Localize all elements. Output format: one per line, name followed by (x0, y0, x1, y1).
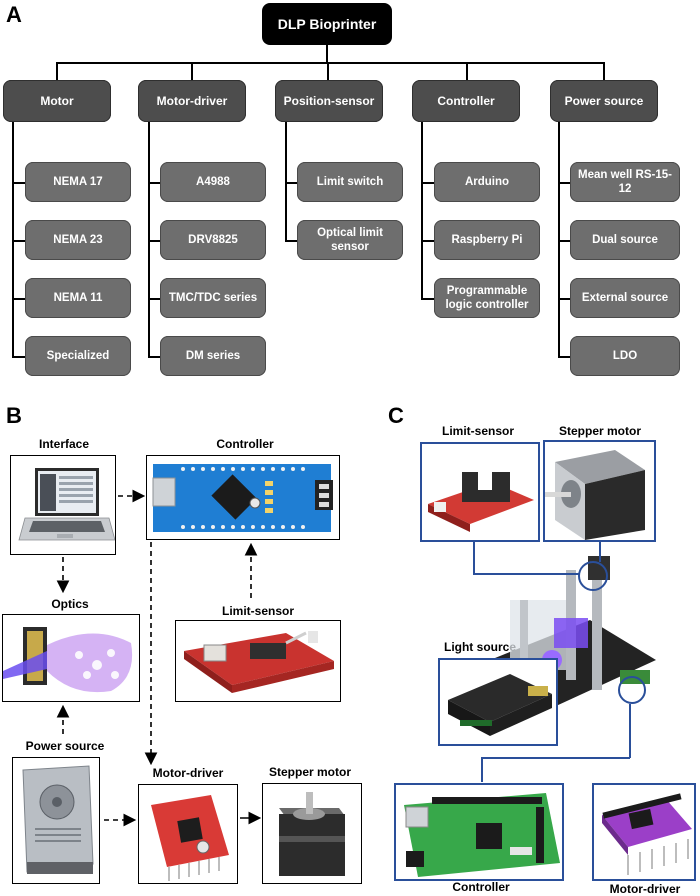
branch (558, 298, 572, 300)
branch (421, 298, 435, 300)
caption-motor-driver-c: Motor-driver (609, 882, 681, 896)
drv8825-driver-icon (602, 793, 692, 875)
item-tmc-tdc-series: TMC/TDC series (160, 278, 266, 318)
horizontal-bus (56, 62, 604, 64)
root-node: DLP Bioprinter (262, 3, 392, 45)
spine-controller (421, 122, 423, 300)
category-power-source: Power source (550, 80, 658, 122)
caption-stepper-motor-c: Stepper motor (558, 424, 641, 438)
item-programmable-logic-controller: Programmable logic controller (434, 278, 540, 318)
item-nema-11: NEMA 11 (25, 278, 131, 318)
optical-limit-sensor-icon (428, 472, 534, 532)
caption-controller-b: Controller (216, 437, 274, 451)
item-specialized: Specialized (25, 336, 131, 376)
branch (12, 356, 26, 358)
optics-image (2, 614, 140, 702)
item-dm-series: DM series (160, 336, 266, 376)
item-nema-17: NEMA 17 (25, 162, 131, 202)
caption-power-source: Power source (25, 739, 105, 753)
branch (148, 240, 162, 242)
branch (421, 182, 435, 184)
laptop-icon (18, 468, 115, 541)
drop-power-source (603, 62, 605, 80)
branch (558, 240, 572, 242)
item-mean-well: Mean well RS-15-12 (570, 162, 680, 202)
item-drv8825: DRV8825 (160, 220, 266, 260)
controller-image-c (394, 783, 564, 881)
stepper-motor-image-b (262, 783, 362, 884)
interface-image (10, 455, 116, 555)
item-limit-switch: Limit switch (297, 162, 403, 202)
category-controller: Controller (412, 80, 520, 122)
a4988-driver-icon (151, 795, 229, 881)
branch (558, 182, 572, 184)
motor-driver-image-b (138, 784, 238, 884)
light-source-image (438, 658, 558, 746)
spine-position-sensor (285, 122, 287, 240)
power-supply-icon (22, 765, 94, 874)
branch (12, 240, 26, 242)
light-source-icon (448, 674, 552, 736)
category-motor-driver: Motor-driver (138, 80, 246, 122)
caption-interface: Interface (38, 437, 90, 451)
category-motor: Motor (3, 80, 111, 122)
panel-label-b: B (6, 403, 22, 428)
arduino-nano-icon (152, 464, 333, 532)
branch (285, 240, 299, 242)
item-ldo: LDO (570, 336, 680, 376)
root-stem (326, 45, 328, 63)
item-external-source: External source (570, 278, 680, 318)
item-arduino: Arduino (434, 162, 540, 202)
branch (12, 182, 26, 184)
caption-controller-c: Controller (452, 880, 510, 894)
branch (558, 356, 572, 358)
panel-label-a: A (6, 2, 22, 27)
caption-stepper-motor-b: Stepper motor (268, 765, 351, 779)
caption-limit-sensor-b: Limit-sensor (221, 604, 294, 618)
stepper-motor-image-c (543, 440, 656, 542)
limit-switch-board-icon (184, 631, 334, 693)
drop-position-sensor (327, 62, 329, 80)
item-raspberry-pi: Raspberry Pi (434, 220, 540, 260)
item-dual-source: Dual source (570, 220, 680, 260)
branch (421, 240, 435, 242)
optics-beam-icon (3, 627, 133, 693)
branch (148, 356, 162, 358)
category-position-sensor: Position-sensor (275, 80, 383, 122)
drop-motor-driver (191, 62, 193, 80)
controller-image-b (146, 455, 340, 540)
motor-driver-image-c (592, 783, 696, 881)
caption-optics: Optics (51, 597, 89, 611)
branch (12, 298, 26, 300)
stepper-motor-c-icon (545, 450, 645, 540)
stepper-motor-icon (279, 792, 345, 876)
limit-sensor-image-c (420, 442, 540, 542)
item-nema-23: NEMA 23 (25, 220, 131, 260)
item-a4988: A4988 (160, 162, 266, 202)
limit-sensor-image-b (175, 620, 341, 702)
caption-limit-sensor-c: Limit-sensor (441, 424, 514, 438)
drop-controller (466, 62, 468, 80)
panel-label-c: C (388, 403, 404, 428)
caption-motor-driver-b: Motor-driver (152, 766, 224, 780)
power-source-image (12, 757, 100, 884)
drop-motor (56, 62, 58, 80)
arduino-mega-icon (404, 793, 560, 877)
caption-light-source: Light source (443, 640, 516, 654)
branch (148, 298, 162, 300)
item-optical-limit-sensor: Optical limit sensor (297, 220, 403, 260)
branch (148, 182, 162, 184)
branch (285, 182, 299, 184)
